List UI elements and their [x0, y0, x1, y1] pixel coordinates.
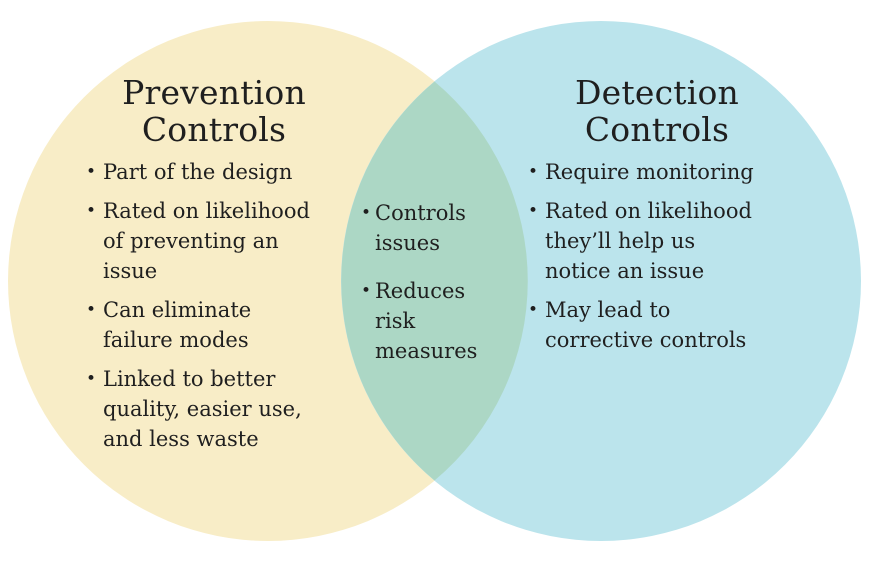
bullet-text: Linked to better quality, easier use, an… [103, 366, 302, 451]
bullet-text: Controls issues [375, 201, 466, 255]
bullet-icon: • [528, 299, 539, 320]
list-item: • Part of the design [86, 157, 358, 187]
detection-section: Detection Controls • Require monitoring … [516, 74, 798, 364]
detection-list: • Require monitoring • Rated on likeliho… [528, 157, 798, 355]
list-item: • Rated on likelihood of preventing an i… [86, 196, 358, 286]
overlap-lens [341, 81, 528, 481]
prevention-title: Prevention Controls [122, 73, 306, 150]
bullet-icon: • [528, 161, 539, 182]
list-item: • May lead to corrective controls [528, 295, 798, 355]
list-item: • Reduces risk measures [361, 276, 499, 366]
bullet-icon: • [361, 203, 372, 223]
bullet-text: May lead to corrective controls [545, 297, 747, 352]
bullet-text: Rated on likelihood of preventing an iss… [103, 198, 310, 283]
bullet-icon: • [86, 200, 97, 221]
bullet-text: Require monitoring [545, 159, 754, 184]
bullet-icon: • [528, 200, 539, 221]
bullet-icon: • [86, 299, 97, 320]
list-item: • Rated on likelihood they’ll help us no… [528, 196, 798, 286]
prevention-list: • Part of the design • Rated on likeliho… [86, 157, 358, 454]
list-item: • Require monitoring [528, 157, 798, 187]
overlap-section: • Controls issues • Reduces risk measure… [361, 198, 499, 384]
list-item: • Linked to better quality, easier use, … [86, 364, 358, 454]
bullet-text: Rated on likelihood they’ll help us noti… [545, 198, 752, 283]
bullet-icon: • [361, 281, 372, 301]
bullet-icon: • [86, 161, 97, 182]
bullet-text: Can eliminate failure modes [103, 297, 252, 352]
overlap-list: • Controls issues • Reduces risk measure… [361, 198, 499, 366]
bullet-icon: • [86, 368, 97, 389]
prevention-section: Prevention Controls • Part of the design… [70, 74, 358, 463]
bullet-text: Part of the design [103, 159, 293, 184]
list-item: • Controls issues [361, 198, 499, 258]
list-item: • Can eliminate failure modes [86, 295, 358, 355]
bullet-text: Reduces risk measures [375, 279, 478, 363]
detection-title: Detection Controls [575, 73, 739, 150]
